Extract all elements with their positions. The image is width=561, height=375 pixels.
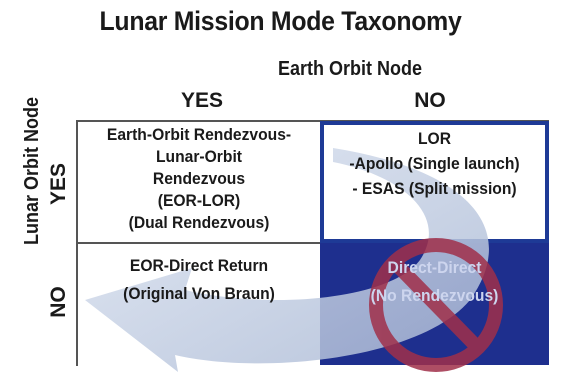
earth-orbit-node-label: Earth Orbit Node (277, 58, 422, 80)
cell-lor-line: LOR (417, 129, 452, 148)
cell-eor-lor-line: Lunar-Orbit (155, 147, 243, 166)
grid-middle-line (76, 242, 549, 244)
cell-direct-direct-line: (No Rendezvous) (370, 286, 499, 305)
grid-top-line (76, 120, 549, 122)
cell-eor-direct-line: EOR-Direct Return (129, 256, 269, 275)
cell-lor-line: - ESAS (Split mission) (352, 179, 517, 198)
cell-eor-lor-line: (Dual Rendezvous) (128, 213, 270, 232)
column-header-yes: YES (180, 89, 224, 112)
cell-eor-lor-line: Earth-Orbit Rendezvous- (106, 125, 292, 144)
diagram-title: Lunar Mission Mode Taxonomy (99, 6, 462, 36)
cell-eor-lor: Earth-Orbit Rendezvous- Lunar-Orbit Rend… (80, 124, 318, 234)
cell-direct-direct-line: Direct-Direct (387, 258, 482, 277)
cell-eor-lor-line: (EOR-LOR) (157, 191, 241, 210)
cell-eor-lor-line: Rendezvous (152, 169, 246, 188)
no-symbol-icon (369, 238, 503, 372)
cell-lor-line: -Apollo (Single launch) (349, 154, 520, 173)
column-header-no: NO (414, 89, 446, 112)
cell-direct-direct: Direct-Direct (No Rendezvous) (322, 254, 547, 310)
cell-eor-direct: EOR-Direct Return (Original Von Braun) (80, 252, 318, 308)
cell-lor: LOR -Apollo (Single launch) - ESAS (Spli… (322, 126, 547, 201)
curved-arrow-icon (85, 148, 489, 372)
cell-eor-direct-line: (Original Von Braun) (123, 284, 275, 303)
